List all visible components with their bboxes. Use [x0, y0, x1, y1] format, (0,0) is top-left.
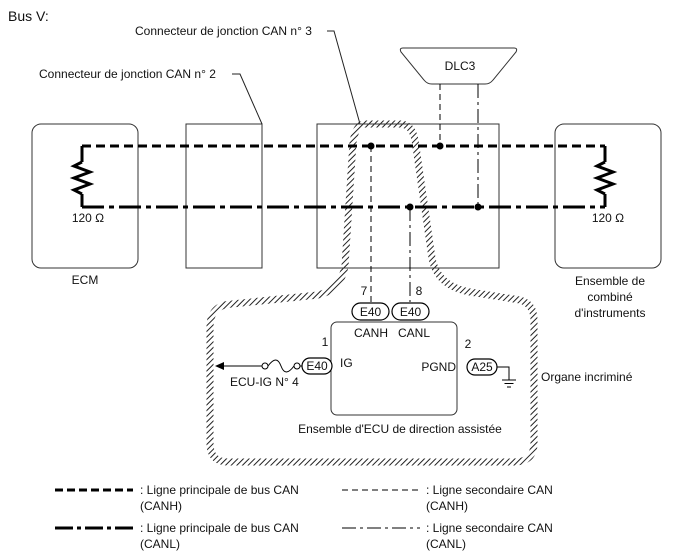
- pgnd-terminal-label: PGND: [421, 360, 456, 374]
- can-junction-connector-2-box: [185, 123, 263, 269]
- legend: : Ligne principale de bus CAN (CANH) : L…: [55, 483, 553, 551]
- instrument-cluster-label-3: d'instruments: [575, 306, 646, 320]
- fuse-icon: [267, 359, 295, 373]
- connector-e40-ig: [301, 357, 333, 375]
- diagram-title: Bus V:: [8, 8, 49, 24]
- legend-main-canh-line1: : Ligne principale de bus CAN: [140, 483, 299, 497]
- legend-sub-canl-line1: : Ligne secondaire CAN: [426, 521, 553, 535]
- can-junction-connector-3-label: Connecteur de jonction CAN n° 3: [135, 24, 312, 38]
- dlc3-label: DLC3: [445, 59, 476, 73]
- legend-sub-canh-line1: : Ligne secondaire CAN: [426, 483, 553, 497]
- instrument-cluster-label-2: combiné: [587, 290, 633, 304]
- pin-number-canl: 8: [416, 284, 423, 298]
- instrument-resistor: [592, 160, 618, 196]
- ecu-ig-fuse-label: ECU-IG N° 4: [230, 375, 299, 389]
- pin-number-pgnd: 2: [465, 337, 472, 351]
- ig-terminal-label: IG: [340, 356, 353, 370]
- faulty-part-outline: [206, 120, 538, 466]
- junction-dot: [406, 203, 414, 211]
- connector-e40-canl: [391, 302, 430, 321]
- canh-terminal-label: CANH: [354, 326, 388, 340]
- junction-dot: [436, 142, 444, 150]
- jc2-leader: [232, 73, 263, 125]
- ground-wire: [497, 366, 510, 380]
- canl-terminal-label: CANL: [398, 326, 430, 340]
- ecm-resistor-label: 120 Ω: [72, 211, 104, 225]
- jc3-leader: [327, 30, 361, 125]
- pin-number-canh: 7: [361, 284, 368, 298]
- connector-e40-canh-label: E40: [360, 305, 382, 319]
- legend-sub-canl-line2: (CANL): [426, 537, 466, 551]
- connector-e40-canh: [351, 302, 390, 321]
- legend-main-canl-line2: (CANL): [140, 537, 180, 551]
- fuse-terminal-left: [261, 362, 269, 370]
- pin-number-ig: 1: [322, 335, 329, 349]
- fuse-terminal-right: [293, 362, 301, 370]
- connector-e40-canl-label: E40: [400, 305, 422, 319]
- legend-main-canh-line2: (CANH): [140, 499, 182, 513]
- connector-e40-ig-label: E40: [306, 359, 328, 373]
- ecm-label: ECM: [72, 273, 99, 287]
- ecm-box: [31, 123, 139, 269]
- can-junction-connector-2-label: Connecteur de jonction CAN n° 2: [39, 67, 216, 81]
- junction-dot: [367, 142, 375, 150]
- instrument-cluster-label-1: Ensemble de: [575, 274, 645, 288]
- dlc3-connector: [399, 47, 518, 85]
- faulty-part-label: Organe incriminé: [541, 370, 633, 384]
- legend-main-canl-line1: : Ligne principale de bus CAN: [140, 521, 299, 535]
- junction-dot: [474, 203, 482, 211]
- ecm-resistor: [69, 160, 95, 196]
- instrument-resistor-label: 120 Ω: [592, 211, 624, 225]
- arrow-left-icon: [215, 362, 224, 370]
- power-steering-ecu-label: Ensemble d'ECU de direction assistée: [298, 422, 502, 436]
- connector-a25-pgnd-label: A25: [471, 360, 493, 374]
- legend-sub-canh-line2: (CANH): [426, 499, 468, 513]
- can-junction-connector-3-box: [316, 123, 500, 269]
- instrument-cluster-box: [554, 123, 662, 269]
